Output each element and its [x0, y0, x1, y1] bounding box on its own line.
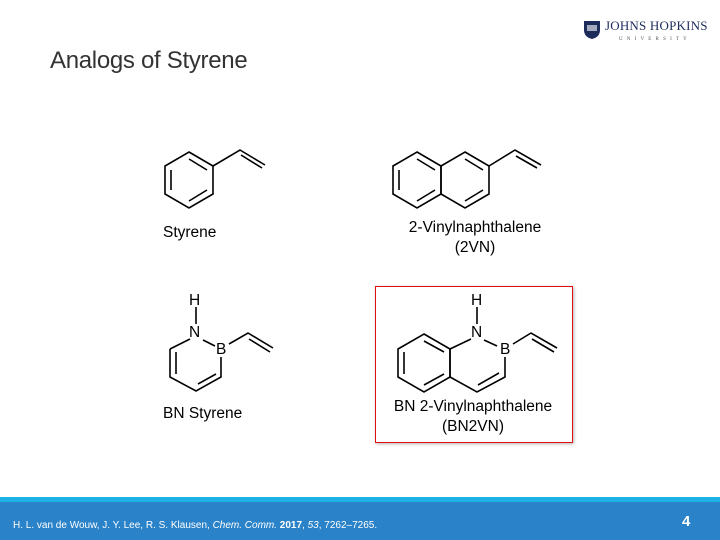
university-logo: Johns Hopkins UNIVERSITY [583, 18, 713, 48]
highlight-box [375, 286, 573, 443]
page-title: Analogs of Styrene [50, 47, 248, 74]
styrene-structure [164, 149, 266, 209]
logo-name: Johns Hopkins [605, 18, 708, 33]
atom-n: N [189, 324, 201, 341]
logo-subtitle: UNIVERSITY [619, 37, 691, 42]
shield-icon [584, 21, 600, 39]
bn-vinylnaphthalene-label: BN 2-Vinylnaphthalene [393, 398, 553, 415]
atom-n: N [471, 324, 483, 341]
vinylnaphthalene-structure [392, 149, 542, 209]
page-number: 4 [682, 513, 691, 530]
bn-styrene-label: BN Styrene [163, 405, 243, 422]
bn-styrene-structure [169, 307, 274, 392]
vinylnaphthalene-abbr: (2VN) [454, 239, 496, 256]
atom-h: H [189, 292, 201, 309]
styrene-label: Styrene [163, 224, 217, 241]
molecule-structures [164, 149, 558, 393]
atom-h: H [471, 292, 483, 309]
atom-b: B [216, 341, 227, 358]
bn-vinylnaphthalene-abbr: (BN2VN) [441, 418, 504, 435]
citation: H. L. van de Wouw, J. Y. Lee, R. S. Klau… [13, 520, 378, 531]
footer: H. L. van de Wouw, J. Y. Lee, R. S. Klau… [0, 502, 720, 540]
bn-vinylnaphthalene-structure [397, 307, 558, 393]
atom-b: B [500, 341, 511, 358]
vinylnaphthalene-label: 2-Vinylnaphthalene [408, 219, 542, 236]
footer-accent-strip [0, 497, 720, 502]
